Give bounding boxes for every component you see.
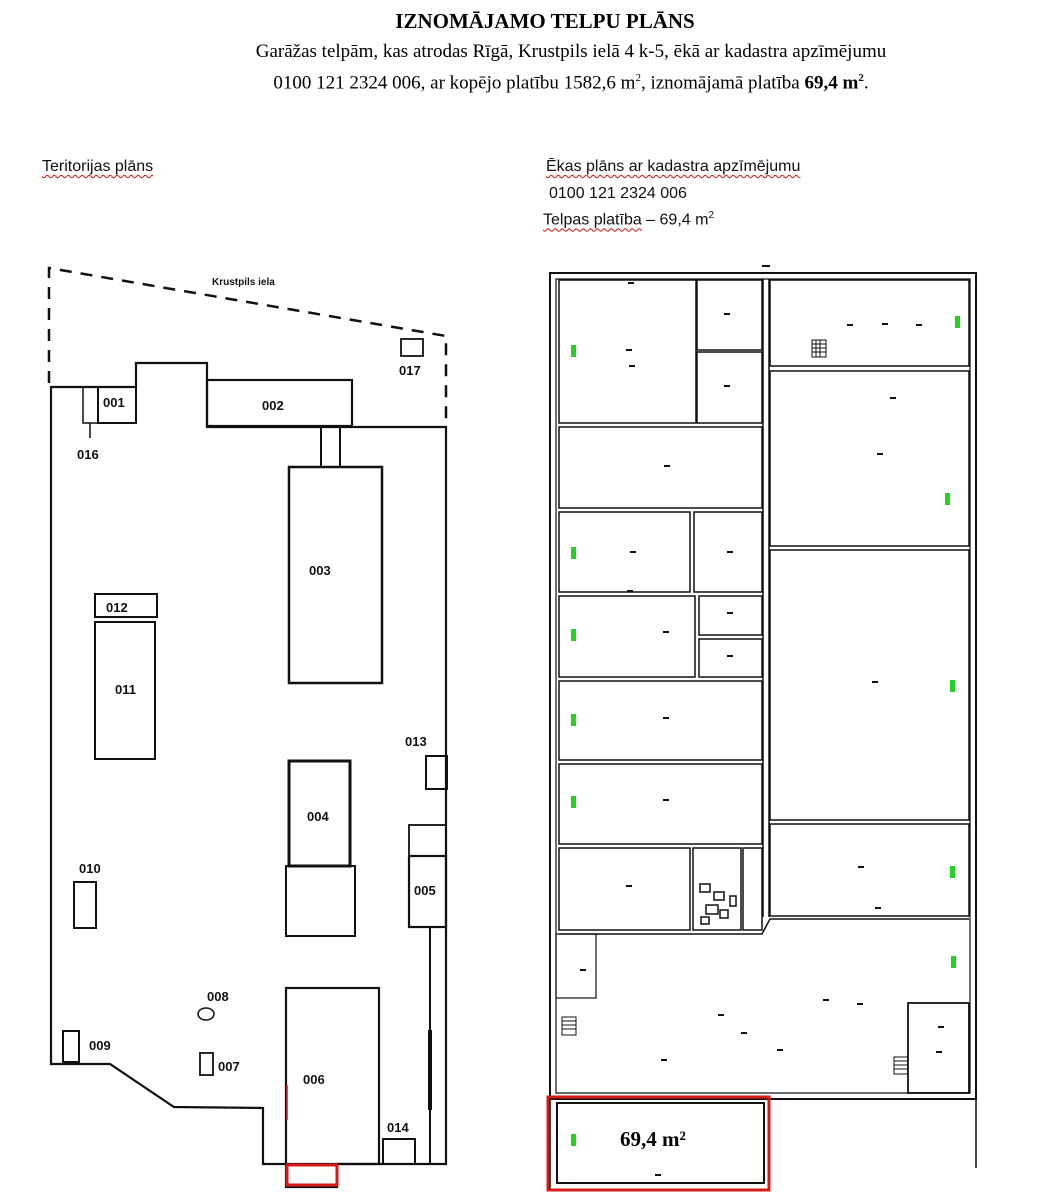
green-markers [571,316,960,1146]
building-plan-heading: Ēkas plāns ar kadastra apzīmējumu [546,158,801,175]
building-plan [546,265,977,1192]
label-014: 014 [387,1120,409,1135]
label-005: 005 [414,883,436,898]
leased-area-site-highlight [285,1163,339,1187]
room-left-4c [698,638,763,678]
room-left-7b [692,847,742,931]
leased-room [556,1102,765,1184]
subtitle-line-1: Garāžas telpām, kas atrodas Rīgā, Krustp… [255,41,887,62]
structure-008 [197,1007,215,1021]
structure-007 [199,1052,214,1076]
bottom-hall-wall [559,918,969,935]
label-002: 002 [262,398,284,413]
building-002 [205,378,354,428]
fixture-cluster [699,883,737,925]
room-left-7c [742,847,763,931]
room-left-1 [558,279,697,424]
subtitle-sup-bold: 2 [858,72,864,84]
territory-outline [49,361,448,1189]
label-013: 013 [405,734,427,749]
subtitle-sup: 2 [635,72,641,84]
document-title: IZNOMĀJAMO TELPU PLĀNS [395,9,695,33]
label-009: 009 [89,1038,111,1053]
cadastre-number: 0100 121 2324 006 [549,185,687,202]
room-area-sup: 2 [708,210,715,221]
street-label: Krustpils iela [212,277,275,288]
connector-002-003 [320,425,341,468]
label-007: 007 [218,1059,240,1074]
leased-room-area-label: 69,4 m² [620,1127,686,1151]
room-right-4 [769,823,970,917]
room-left-1b [696,279,763,351]
building-004-annex [285,865,356,937]
subtitle-line-2-text: 0100 121 2324 006, ar kopējo platību 158… [273,72,636,94]
building-010 [73,881,97,929]
label-001: 001 [103,395,125,410]
room-left-4a [558,595,696,678]
building-006 [284,986,381,1166]
room-left-3b [693,511,763,593]
building-012 [94,593,158,618]
site-plan [47,266,448,1189]
room-right-1 [769,279,970,367]
stairs-bottom-right [893,1056,909,1075]
building-005 [407,854,448,929]
building-005-annex [408,824,447,857]
structure-016 [82,386,99,424]
stairs-top [811,339,827,358]
building-013 [425,755,448,790]
room-left-7a [558,847,691,931]
subtitle-period: . [863,72,869,94]
stairs-bottom-left [561,1016,577,1036]
label-012: 012 [106,600,128,615]
room-area-value: 69,4 m [659,211,709,229]
label-008: 008 [207,989,229,1004]
room-area-dash: – [641,211,660,229]
fixture-marks [580,265,944,1176]
structure-017 [400,338,424,357]
label-017: 017 [399,363,421,378]
building-011 [94,621,156,760]
bottom-small-room [555,933,597,999]
subtitle-line-2: 0100 121 2324 006, ar kopējo platību 158… [0,72,1057,94]
structure-009 [62,1030,80,1063]
room-left-5 [558,680,763,761]
leased-room-highlight [546,1095,771,1192]
label-010: 010 [79,861,101,876]
label-016: 016 [77,447,99,462]
room-left-1c [696,351,763,424]
room-left-6 [558,763,763,845]
room-right-3 [769,549,970,821]
subtitle-line-2-mid: , iznomājamā platība [640,72,805,94]
room-area-caption-label: Telpas platība [543,211,642,229]
bottom-right-room [907,1002,970,1094]
building-014 [382,1138,416,1165]
label-003: 003 [309,563,331,578]
label-006: 006 [303,1072,325,1087]
territory-boundary-dashed [47,266,448,427]
room-left-3a [558,511,691,593]
room-area-caption: Telpas platība – 69,4 m2 [543,210,714,229]
room-left-4b [698,595,763,636]
site-plan-heading: Teritorijas plāns [42,158,154,175]
leased-area-bold: 69,4 m [804,72,859,94]
label-004: 004 [307,809,329,824]
room-left-2 [558,426,763,509]
building-003 [287,465,384,685]
label-011: 011 [115,682,136,697]
building-inner-wall [555,278,971,1094]
room-right-2 [769,370,970,547]
